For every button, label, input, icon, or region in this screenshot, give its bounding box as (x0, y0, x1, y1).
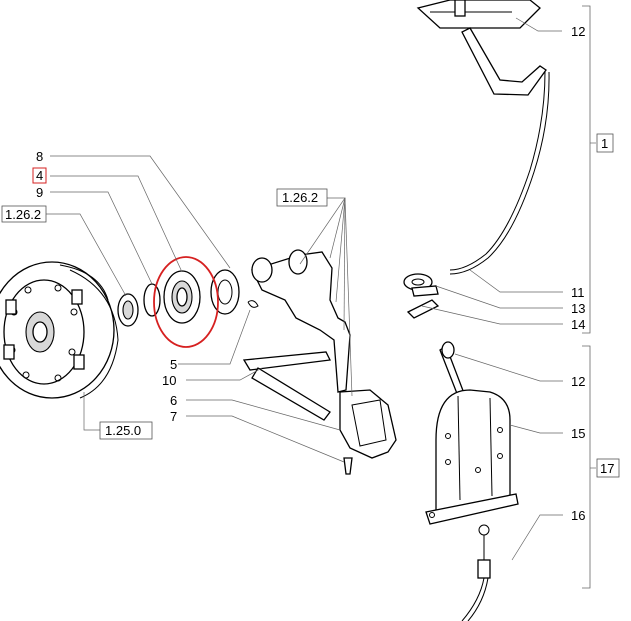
callout-12-bottom[interactable]: 12 (571, 374, 585, 389)
clutch-assembly-drawing (0, 261, 119, 399)
callout-12-top[interactable]: 12 (571, 24, 585, 39)
release-bearing-drawing (117, 256, 259, 348)
callout-4[interactable]: 4 (36, 168, 43, 183)
callout-13[interactable]: 13 (571, 301, 585, 316)
callout-5[interactable]: 5 (170, 357, 177, 372)
callout-9[interactable]: 9 (36, 185, 43, 200)
callout-8[interactable]: 8 (36, 149, 43, 164)
callout-6[interactable]: 6 (170, 393, 177, 408)
release-fork-drawing (242, 249, 397, 475)
callout-11[interactable]: 11 (571, 285, 585, 300)
callout-14[interactable]: 14 (571, 317, 585, 332)
callout-1-box[interactable]: 1 (596, 133, 614, 153)
callout-1-25-0-box[interactable]: 1.25.0 (99, 421, 153, 440)
callout-1[interactable]: 1 (601, 136, 608, 151)
callout-15[interactable]: 15 (571, 426, 585, 441)
callout-1-26-2-left[interactable]: 1.26.2 (5, 207, 41, 222)
leader-lines (46, 5, 596, 589)
callout-1-26-2-left-box[interactable]: 1.26.2 (1, 205, 47, 223)
highlight-ring (153, 256, 219, 348)
callout-1-26-2-right[interactable]: 1.26.2 (282, 190, 318, 205)
callout-1-25-0[interactable]: 1.25.0 (105, 423, 141, 438)
callout-16[interactable]: 16 (571, 508, 585, 523)
pedal-assembly-drawing (403, 0, 550, 319)
callout-7[interactable]: 7 (170, 409, 177, 424)
callout-17[interactable]: 17 (600, 461, 614, 476)
callout-4-box[interactable]: 4 (32, 167, 47, 184)
hand-lever-drawing (425, 341, 519, 621)
callout-1-26-2-right-box[interactable]: 1.26.2 (276, 188, 328, 207)
callout-17-box[interactable]: 17 (596, 458, 620, 478)
callout-10[interactable]: 10 (162, 373, 176, 388)
